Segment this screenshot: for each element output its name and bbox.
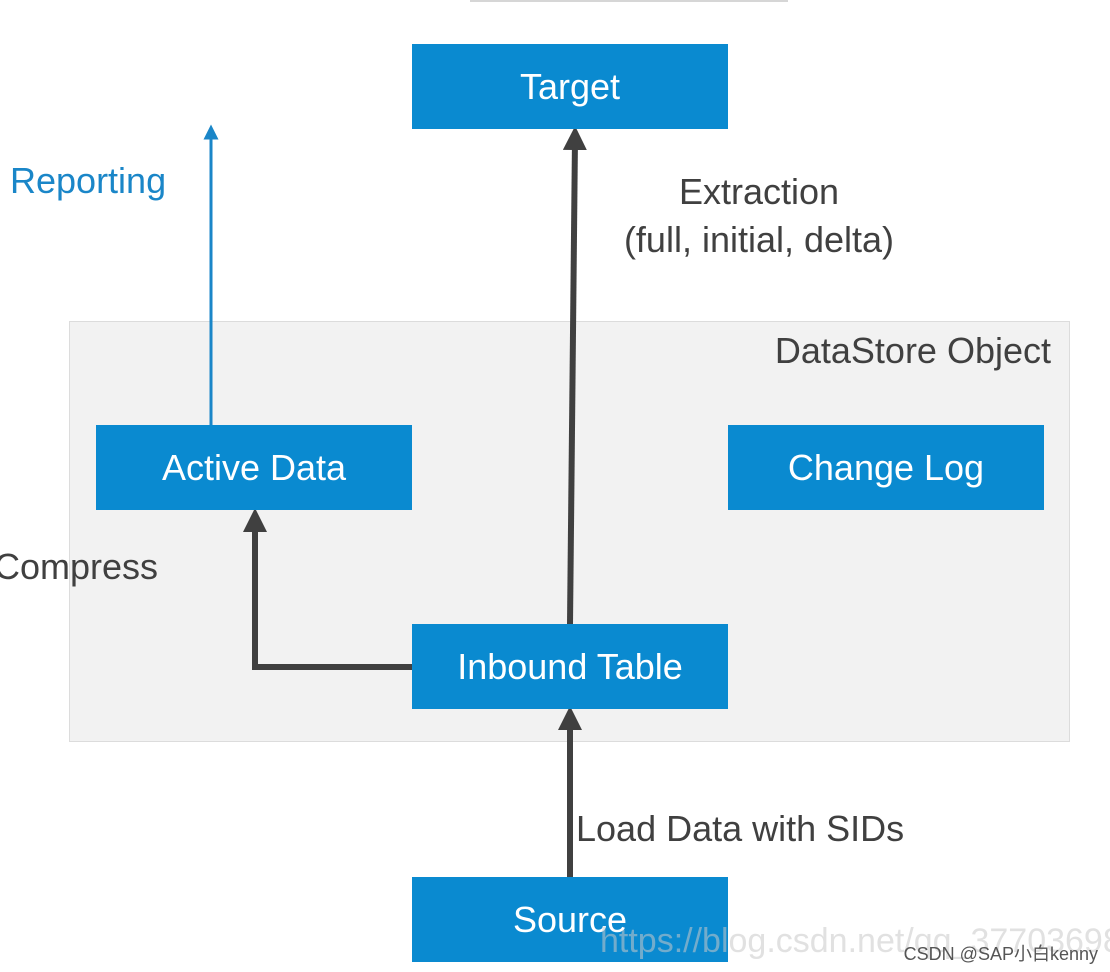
panel-title: DataStore Object [774, 330, 1051, 371]
change-log-box: Change Log [728, 425, 1044, 510]
active-data-box: Active Data [96, 425, 412, 510]
top-divider [470, 0, 788, 2]
extraction-label-line2: (full, initial, delta) [623, 219, 895, 260]
reporting-label: Reporting [10, 160, 167, 201]
source-label: Source [512, 898, 628, 940]
inbound-table-label: Inbound Table [457, 645, 683, 687]
load-data-label: Load Data with SIDs [576, 808, 905, 849]
target-label: Target [519, 65, 621, 107]
extraction-label: Extraction (full, initial, delta) [604, 168, 914, 264]
change-log-label: Change Log [787, 446, 985, 488]
csdn-credit: CSDN @SAP小白kenny [903, 944, 1098, 964]
source-box: Source [412, 877, 728, 962]
active-data-label: Active Data [161, 446, 347, 488]
inbound-table-box: Inbound Table [412, 624, 728, 709]
compress-label: Compress [0, 546, 159, 587]
blog-watermark: https://blog.csdn.net/qq_37703698 [600, 922, 1110, 960]
extraction-label-line1: Extraction [678, 171, 840, 212]
target-box: Target [412, 44, 728, 129]
